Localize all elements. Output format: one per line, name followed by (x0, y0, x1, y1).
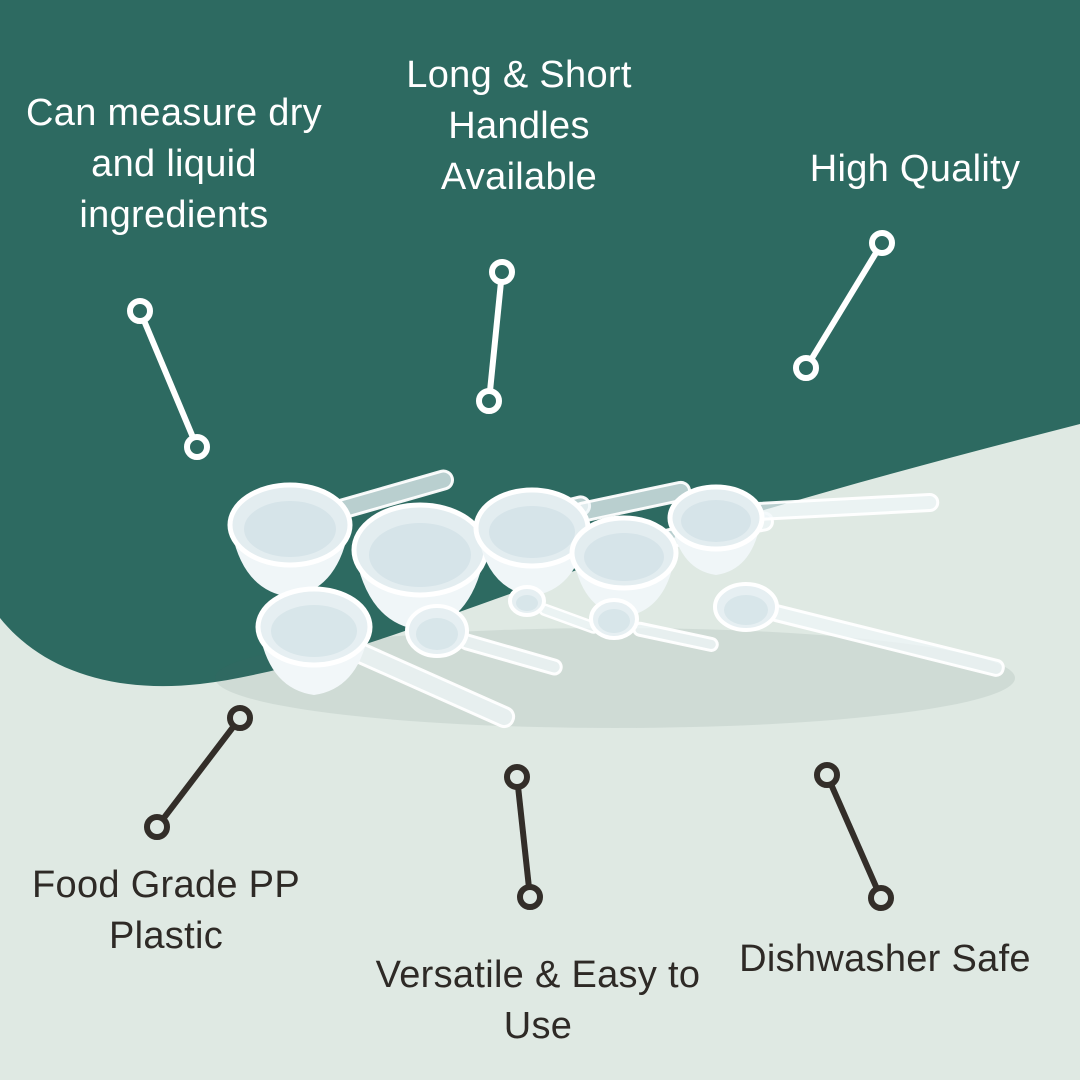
measuring-scoops-front (255, 582, 1005, 729)
measuring-cup-3 (473, 487, 591, 596)
callout-dishwasher-label: Dishwasher Safe (739, 938, 1031, 980)
callout-food-grade-label: Food Grade PP Plastic (32, 864, 300, 957)
connector-quality (793, 230, 895, 381)
callout-quality-label: High Quality (809, 148, 1021, 190)
scoop-small-1 (405, 604, 563, 676)
scoop-small-2 (589, 598, 719, 652)
measuring-cup-5 (667, 484, 765, 575)
scoop-handles-back (330, 469, 940, 549)
callout-measure-label: Can measure dry and liquid ingredients (26, 92, 322, 236)
connector-measure (127, 298, 210, 460)
scoop-long-handle-left (255, 586, 516, 729)
measuring-cups-row (227, 482, 765, 630)
measuring-cup-2 (351, 502, 489, 630)
callout-versatile-label: Versatile & Easy to Use (375, 954, 701, 1047)
spoon-long-handle-right (713, 582, 1005, 677)
measuring-cup-1 (227, 482, 353, 597)
measuring-cup-4 (569, 515, 679, 617)
product-shadow (215, 628, 1015, 728)
scoop-tiny (508, 585, 600, 634)
connector-versatile (504, 764, 543, 910)
connector-handles (476, 259, 515, 414)
connector-dishwasher (814, 762, 894, 911)
callout-handles-label: Long & Short Handles Available (406, 54, 632, 198)
connector-food-grade (144, 705, 253, 840)
